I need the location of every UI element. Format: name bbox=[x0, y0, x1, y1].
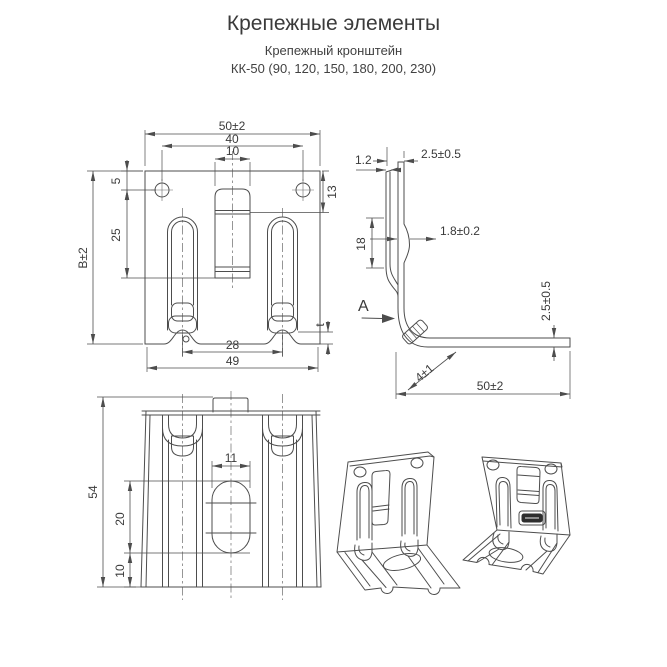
brand-stamp bbox=[518, 510, 546, 526]
dim-curl-diameter: 4±1 bbox=[412, 361, 437, 385]
dim-hole-top-offset: 5 bbox=[109, 177, 123, 184]
iso-view-right bbox=[462, 456, 571, 575]
front-dim-base-width: 49 bbox=[146, 347, 319, 372]
mounting-holes bbox=[151, 179, 314, 201]
side-profile bbox=[385, 161, 571, 348]
back-dim-slot-bottom-offset: 10 bbox=[113, 553, 141, 588]
model-list: КК-50 (90, 120, 150, 180, 200, 230) bbox=[230, 61, 437, 76]
back-dim-slot-width: 11 bbox=[211, 451, 251, 488]
dim-leg-thickness: 2.5±0.5 bbox=[539, 281, 553, 321]
side-dim-leg-thickness: 2.5±0.5 bbox=[539, 281, 557, 361]
front-dim-hole-spacing: 40 bbox=[161, 132, 304, 181]
front-dim-thickness: t bbox=[298, 321, 333, 355]
u-slot-left bbox=[167, 216, 198, 343]
front-dim-tab-fold-depth: 13 bbox=[250, 170, 339, 213]
dim-slot-width: 10 bbox=[226, 144, 240, 158]
dim-overall-width: 50±2 bbox=[219, 119, 246, 133]
back-outline bbox=[140, 397, 322, 588]
dim-leg-length: 50±2 bbox=[477, 379, 504, 393]
side-dim-curl-diameter: 4±1 bbox=[407, 351, 457, 391]
back-dim-slot-length: 20 bbox=[113, 480, 250, 554]
dim-back-height: 54 bbox=[86, 485, 100, 499]
back-view: 54 11 20 10 bbox=[86, 391, 322, 600]
dim-hole-to-slot: 25 bbox=[109, 228, 123, 242]
back-centerlines bbox=[182, 391, 283, 600]
view-label: А bbox=[358, 298, 369, 315]
side-view: 1.2 2.5±0.5 18 1.8±0.2 А 4±1 bbox=[354, 147, 571, 399]
dim-slot-width-back: 11 bbox=[225, 451, 238, 465]
side-dim-emboss-length: 18 bbox=[354, 217, 384, 269]
dim-curl-spacing: 28 bbox=[226, 338, 240, 352]
front-dim-overall-height: B±2 bbox=[76, 170, 143, 345]
page-subtitle: Крепежный кронштейн bbox=[264, 43, 403, 58]
dim-hole-spacing: 40 bbox=[225, 132, 239, 146]
front-centerlines bbox=[182, 151, 283, 357]
dim-top-gap: 2.5±0.5 bbox=[421, 147, 461, 161]
front-dim-hole-to-slot: 25 bbox=[109, 190, 250, 279]
dim-emboss-length: 18 bbox=[354, 237, 368, 251]
dim-slot-bottom-offset: 10 bbox=[113, 564, 127, 578]
view-direction-arrow: А bbox=[358, 298, 395, 323]
side-dim-sheet-thickness: 1.2 bbox=[355, 147, 401, 173]
side-dim-emboss-depth: 1.8±0.2 bbox=[370, 224, 480, 242]
front-view: 50±2 40 10 5 25 B±2 bbox=[76, 119, 339, 372]
oval-slot bbox=[205, 480, 257, 554]
page-title: Крепежные элементы bbox=[226, 12, 441, 35]
dim-slot-length: 20 bbox=[113, 512, 127, 526]
u-slot-right bbox=[267, 216, 298, 334]
dim-thickness: t bbox=[313, 323, 327, 327]
sheet-header: Крепежные элементы Крепежный кронштейн К… bbox=[0, 12, 667, 77]
front-dim-overall-width: 50±2 bbox=[144, 119, 321, 166]
dim-sheet-thickness: 1.2 bbox=[355, 153, 372, 167]
dim-emboss-depth: 1.8±0.2 bbox=[440, 224, 480, 238]
side-dim-top-gap: 2.5±0.5 bbox=[373, 147, 461, 164]
iso-view-left bbox=[336, 451, 461, 595]
dim-overall-height: B±2 bbox=[76, 247, 90, 269]
back-channel-left bbox=[162, 414, 203, 588]
dim-base-width: 49 bbox=[226, 354, 240, 368]
dim-tab-fold-depth: 13 bbox=[325, 185, 339, 199]
central-tab-slot bbox=[214, 188, 251, 279]
front-dim-curl-spacing: 28 bbox=[182, 335, 283, 356]
front-dim-hole-top-offset: 5 bbox=[109, 160, 156, 201]
curl-section-hatched bbox=[402, 319, 428, 345]
front-dim-slot-width: 10 bbox=[214, 144, 251, 186]
back-channel-right bbox=[262, 414, 303, 588]
side-dim-leg-length: 50±2 bbox=[395, 351, 571, 399]
